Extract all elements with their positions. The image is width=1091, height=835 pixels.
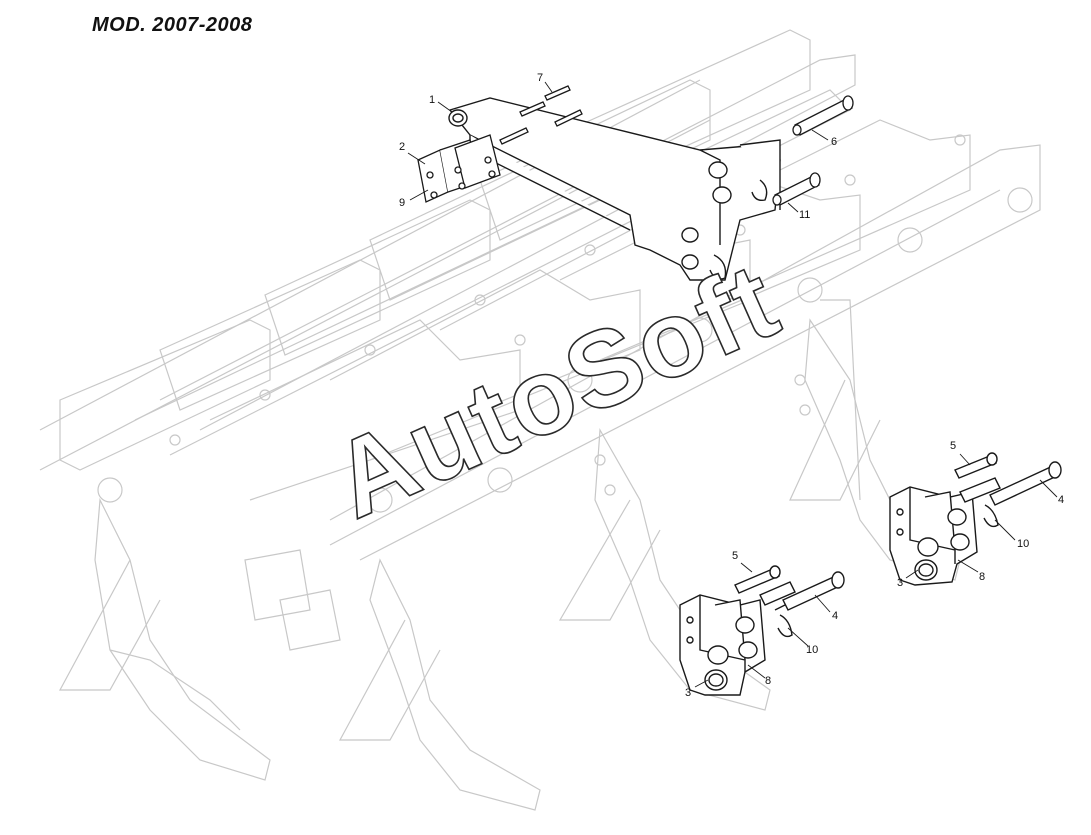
callout-3-front: 3 [685,687,692,699]
callout-6: 6 [831,136,838,148]
leader-lines [407,81,1058,688]
callout-2: 2 [399,141,406,153]
callout-11: 11 [799,209,811,221]
clamp-plates [417,134,501,203]
callout-4-rear: 4 [1058,494,1065,506]
pin-11 [772,172,821,206]
model-title: MOD. 2007-2008 [92,14,253,36]
pin-6 [792,95,854,136]
callout-7: 7 [537,72,544,84]
callout-9: 9 [399,197,406,209]
bolts-7 [499,85,583,145]
callout-5-rear: 5 [950,440,957,452]
callout-3-rear: 3 [897,577,904,589]
callout-10-front: 10 [806,644,819,656]
watermark-text: AutoSoft [315,239,795,541]
callout-4-front: 4 [832,610,839,622]
shank-holder-rear [889,452,1062,586]
callout-8-front: 8 [765,675,772,687]
callout-1: 1 [429,94,436,106]
shank-holder-front [679,565,845,696]
callout-8-rear: 8 [979,571,986,583]
callout-10-rear: 10 [1017,538,1030,550]
callout-5-front: 5 [732,550,739,562]
bracket-arm [448,97,781,281]
